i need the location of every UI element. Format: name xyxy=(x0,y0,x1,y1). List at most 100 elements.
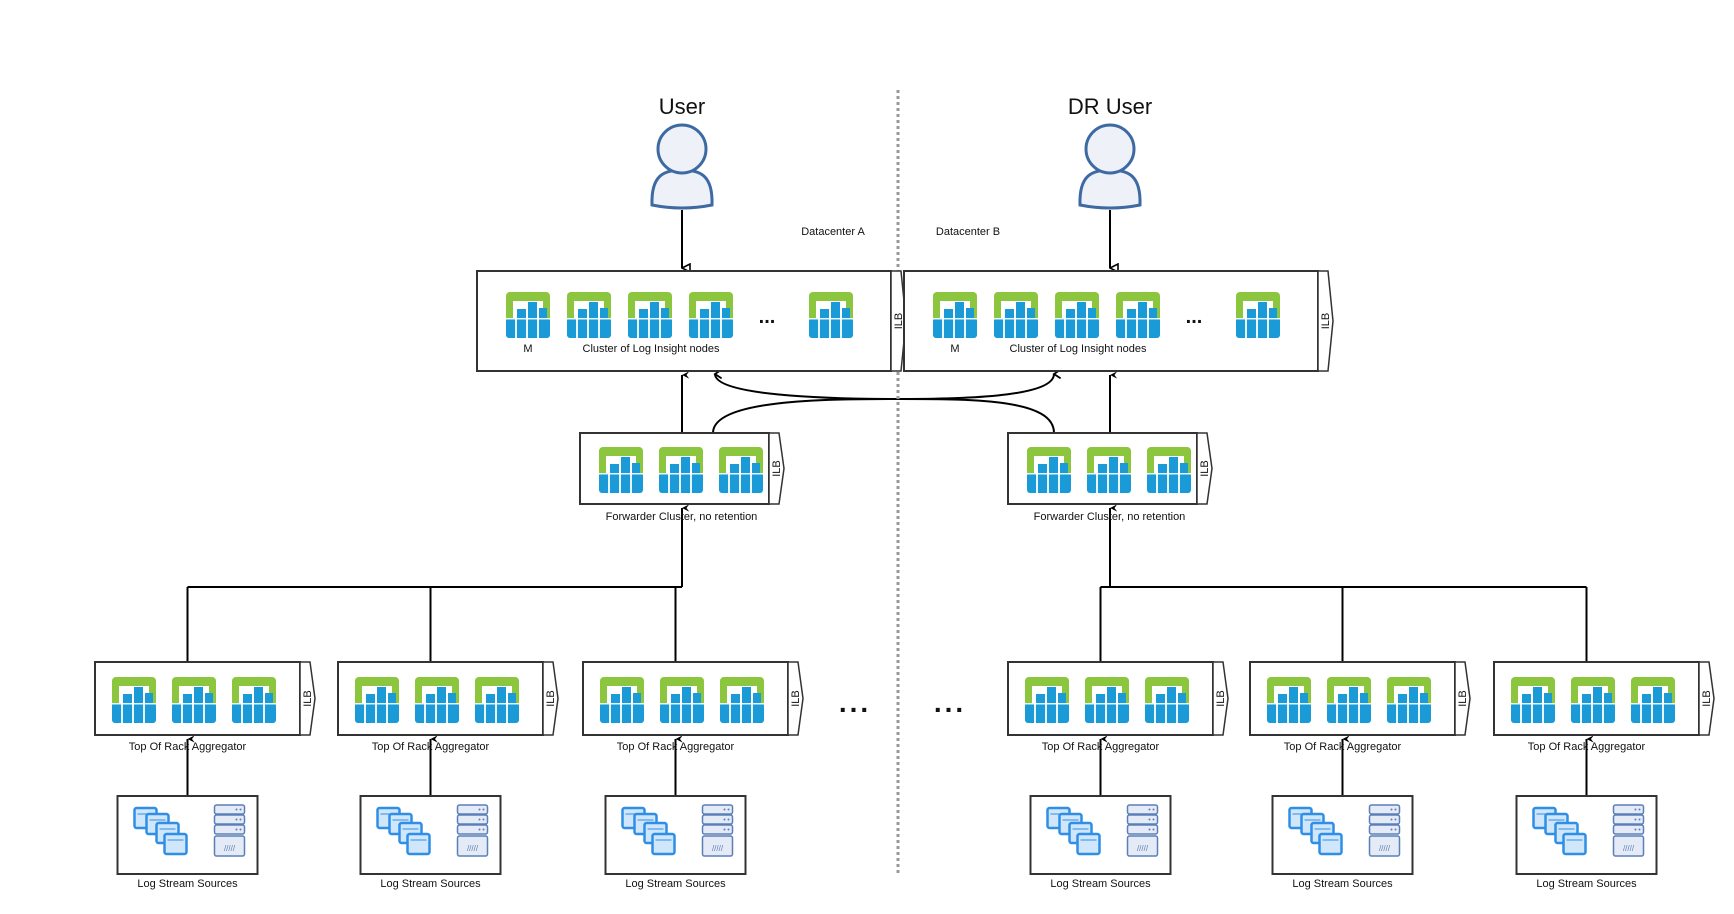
sources-label: Log Stream Sources xyxy=(137,878,238,890)
aggregator-label: Top Of Rack Aggregator xyxy=(129,741,247,753)
log-stream-sources: ///// Log Stream Sources xyxy=(116,795,259,890)
forwarder-label: Forwarder Cluster, no retention xyxy=(1034,511,1186,523)
ilb-label: ILB xyxy=(1215,690,1227,707)
aggregator-node-icon xyxy=(1145,677,1189,723)
ilb-shape xyxy=(768,432,785,505)
ilb-label: ILB xyxy=(790,690,802,707)
log-insight-node-icon xyxy=(1116,292,1160,338)
forwarder-b-to-cluster-a-edge xyxy=(713,368,1055,434)
ilb-label: ILB xyxy=(1320,313,1332,330)
ilb-shape xyxy=(1454,661,1471,736)
log-stream-sources: ///// Log Stream Sources xyxy=(604,795,747,890)
aggregator-node-icon xyxy=(1511,677,1555,723)
virtual-machines-icon xyxy=(1532,806,1587,856)
master-node-label: M xyxy=(523,343,532,355)
log-stream-sources: /////Log Stream Sources xyxy=(1029,795,1172,890)
sources-label: Log Stream Sources xyxy=(1292,878,1393,890)
aggregator-node-icon xyxy=(232,677,276,723)
aggregator-node-icon xyxy=(720,677,764,723)
cluster-label: Cluster of Log Insight nodes xyxy=(583,343,720,355)
forwarder-cluster: ILB Forwarder Cluster, no retention xyxy=(1007,432,1213,523)
ilb-tab: ILB xyxy=(890,270,907,372)
forwarder-node-icon xyxy=(1087,447,1131,493)
log-insight-node-icon xyxy=(689,292,733,338)
user-label: User xyxy=(659,94,705,119)
top-of-rack-aggregator: ILB Top Of Rack Aggregator xyxy=(1007,661,1229,753)
aggregator-node-icon xyxy=(1267,677,1311,723)
aggregator-node-icon xyxy=(415,677,459,723)
aggregator-label: Top Of Rack Aggregator xyxy=(1042,741,1160,753)
aggregator-node-icon xyxy=(1387,677,1431,723)
ilb-tab: ILB xyxy=(1317,270,1334,372)
ilb-label: ILB xyxy=(302,690,314,707)
server-vent: ///// xyxy=(1137,844,1149,853)
datacenter-divider-layer: Datacenter A Datacenter B xyxy=(801,90,1000,875)
aggregator-node-icon xyxy=(1327,677,1371,723)
more-nodes-ellipsis: ... xyxy=(1186,306,1203,328)
ilb-label: ILB xyxy=(545,690,557,707)
forwarder-node-icon xyxy=(719,447,763,493)
master-node-icon xyxy=(506,292,550,338)
log-stream-sources: /////Log Stream Sources xyxy=(359,795,502,890)
server-vent: ///// xyxy=(1379,844,1391,853)
ilb-tab: ILB xyxy=(299,661,316,736)
log-stream-sources: ///// Log Stream Sources xyxy=(1271,795,1414,890)
aggregator-node-icon xyxy=(355,677,399,723)
aggregator-node-icon xyxy=(112,677,156,723)
aggregator-label: Top Of Rack Aggregator xyxy=(1528,741,1646,753)
server-icon: ///// xyxy=(1612,804,1645,857)
aggregator-node-icon xyxy=(172,677,216,723)
ilb-tab: ILB xyxy=(1698,661,1715,736)
log-insight-node-icon xyxy=(567,292,611,338)
ilb-label: ILB xyxy=(771,460,783,477)
aggregator-node-icon xyxy=(600,677,644,723)
aggregator-node-icon xyxy=(1025,677,1069,723)
log-insight-node-icon xyxy=(1236,292,1280,338)
server-vent: ///// xyxy=(224,844,236,853)
top-of-rack-aggregator: ILB Top Of Rack Aggregator xyxy=(1493,661,1715,753)
ilb-label: ILB xyxy=(1199,460,1211,477)
sources-label: Log Stream Sources xyxy=(625,878,726,890)
master-node-icon xyxy=(933,292,977,338)
aggregator-node-icon xyxy=(1085,677,1129,723)
aggregator-node-icon xyxy=(1631,677,1675,723)
connections-layer xyxy=(186,210,1594,796)
forwarder-label: Forwarder Cluster, no retention xyxy=(606,511,758,523)
virtual-machines-icon xyxy=(376,806,431,856)
aggregator-label: Top Of Rack Aggregator xyxy=(1284,741,1402,753)
ilb-tab: ILB xyxy=(1454,661,1471,736)
virtual-machines-icon xyxy=(621,806,676,856)
master-node-label: M xyxy=(950,343,959,355)
log-stream-sources: /////Log Stream Sources xyxy=(1515,795,1658,890)
server-icon: ///// xyxy=(1368,804,1401,857)
server-icon: ///// xyxy=(701,804,734,857)
top-of-rack-aggregator: ILB Top Of Rack Aggregator xyxy=(94,661,316,753)
user-icon xyxy=(1078,123,1142,210)
datacenter-a-label: Datacenter A xyxy=(801,226,865,238)
log-insight-cluster: ILB... M Cluster of Log Insight nodes xyxy=(903,270,1334,372)
forwarder-node-icon xyxy=(1027,447,1071,493)
aggregator-label: Top Of Rack Aggregator xyxy=(617,741,735,753)
ilb-label: ILB xyxy=(1457,690,1469,707)
cluster-label: Cluster of Log Insight nodes xyxy=(1010,343,1147,355)
forwarder-node-icon xyxy=(659,447,703,493)
log-insight-node-icon xyxy=(628,292,672,338)
ilb-label: ILB xyxy=(1701,690,1713,707)
aggregator-node-icon xyxy=(660,677,704,723)
user-label: DR User xyxy=(1068,94,1152,119)
more-aggregators-ellipsis: ... xyxy=(839,687,871,718)
top-of-rack-aggregator: ILB Top Of Rack Aggregator xyxy=(1249,661,1471,753)
log-insight-node-icon xyxy=(809,292,853,338)
sources-label: Log Stream Sources xyxy=(380,878,481,890)
virtual-machines-icon xyxy=(1046,806,1101,856)
forwarder-node-icon xyxy=(1147,447,1191,493)
datacenter-b-label: Datacenter B xyxy=(936,226,1000,238)
ilb-shape xyxy=(1698,661,1715,736)
ilb-shape xyxy=(1212,661,1229,736)
